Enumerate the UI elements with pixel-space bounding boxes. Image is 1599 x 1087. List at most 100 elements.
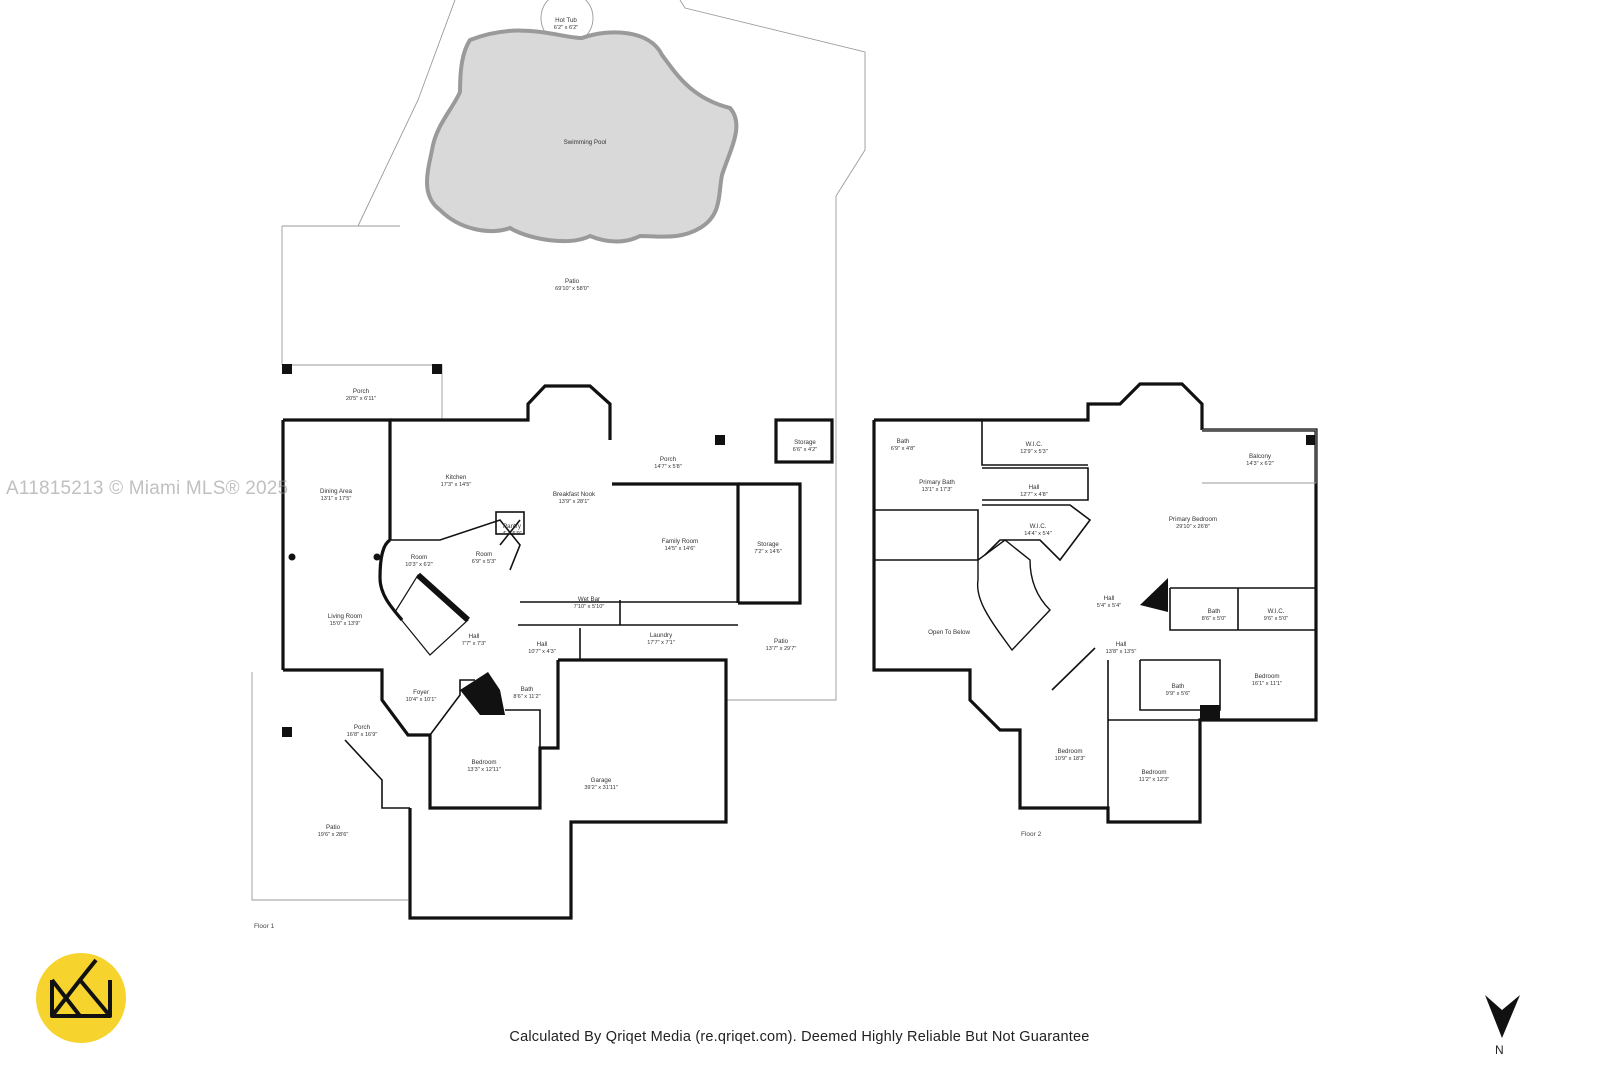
room-dimensions: 6'2" x 6'2" [554, 25, 578, 31]
room-name: Family Room [662, 538, 698, 545]
swimming-pool-shape [425, 28, 739, 244]
room-dimensions: 8'6" x 5'0" [1202, 616, 1226, 622]
room-name: Storage [757, 541, 779, 548]
room-dimensions: 13'1" x 17'3" [922, 487, 953, 493]
room-dimensions: 20'5" x 6'11" [346, 396, 376, 402]
room-dimensions: 19'6" x 28'6" [318, 832, 349, 838]
room-dimensions: 10'4" x 10'1" [406, 697, 437, 703]
room-dimensions: 5'4" x 5'4" [1097, 603, 1121, 609]
floor-1-walls [281, 384, 834, 920]
north-label: N [1495, 1043, 1504, 1057]
room-dimensions: 9'9" x 5'6" [1166, 691, 1190, 697]
room-name: Patio [326, 824, 341, 831]
room-name: Bath [1172, 683, 1185, 690]
room-dimensions: 7'2" x 14'6" [754, 549, 782, 555]
room-dimensions: 6'6" x 4'2" [793, 447, 817, 453]
room-name: Open To Below [928, 629, 970, 636]
room-name: Bedroom [1254, 673, 1279, 680]
room-name: Breakfast Nook [553, 491, 596, 498]
room-dimensions: 16'8" x 16'9" [347, 732, 378, 738]
room-name: Wet Bar [578, 596, 600, 603]
room-swimming-pool: Swimming Pool [564, 139, 607, 146]
room-dimensions: 10'9" x 18'3" [1055, 756, 1086, 762]
room-wic-2: W.I.C.14'4" x 5'4" [1024, 523, 1052, 537]
room-dimensions: 13'8" x 13'5" [1106, 649, 1137, 655]
footer-disclaimer: Calculated By Qriqet Media (re.qriqet.co… [509, 1029, 1090, 1045]
room-name: Bedroom [1057, 748, 1082, 755]
qriqet-logo-icon [36, 953, 126, 1043]
room-name: Porch [660, 456, 677, 463]
room-dimensions: 13'3" x 12'11" [467, 767, 500, 773]
room-wic-1: W.I.C.12'9" x 5'3" [1020, 441, 1048, 455]
room-name: Bedroom [1141, 769, 1166, 776]
room-dimensions: 8'6" x 11'2" [513, 694, 540, 700]
room-dimensions: 13'7" x 29'7" [766, 646, 797, 652]
room-name: Primary Bedroom [1169, 516, 1217, 523]
room-name: Dining Area [320, 488, 353, 495]
room-name: Swimming Pool [564, 139, 607, 146]
room-dimensions: 14'5" x 14'6" [665, 546, 696, 552]
room-name: Hall [1029, 484, 1040, 491]
room-name: Bath [897, 438, 910, 445]
room-name: Hot Tub [555, 17, 577, 24]
north-arrow-icon [1485, 995, 1520, 1038]
room-dimensions: 11'2" x 12'3" [1139, 777, 1169, 783]
room-name: Porch [353, 388, 370, 395]
room-open-to-below: Open To Below [928, 629, 970, 636]
mls-watermark: A11815213 © Miami MLS® 2025 [6, 478, 289, 499]
room-dimensions: 14'4" x 5'4" [1024, 531, 1052, 537]
room-dimensions: 16'1" x 11'1" [1252, 681, 1282, 687]
room-dimensions: 15'0" x 13'9" [330, 621, 361, 627]
room-name: Room [476, 551, 493, 558]
room-dimensions: 17'3" x 14'5" [441, 482, 472, 488]
room-dimensions: 4' x 5'9" [502, 531, 521, 537]
room-name: Hall [1116, 641, 1127, 648]
room-dimensions: 7'7" x 7'3" [462, 641, 486, 647]
room-name: Porch [354, 724, 371, 731]
room-dimensions: 10'3" x 6'2" [405, 562, 433, 568]
room-name: Primary Bath [919, 479, 955, 486]
room-dimensions: 17'7" x 7'1" [647, 640, 675, 646]
room-name: Bedroom [471, 759, 496, 766]
room-dimensions: 7'10" x 5'10" [574, 604, 605, 610]
room-name: Hall [1104, 595, 1115, 602]
room-dimensions: 14'7" x 5'8" [654, 464, 682, 470]
room-name: Hall [469, 633, 480, 640]
room-name: Living Room [328, 613, 362, 620]
room-name: Laundry [650, 632, 673, 639]
room-name: W.I.C. [1268, 608, 1285, 615]
room-wic-3: W.I.C.9'6" x 5'0" [1264, 608, 1288, 622]
room-name: Foyer [413, 689, 429, 696]
room-dimensions: 13'9" x 28'1" [559, 499, 590, 505]
room-name: Patio [774, 638, 789, 645]
